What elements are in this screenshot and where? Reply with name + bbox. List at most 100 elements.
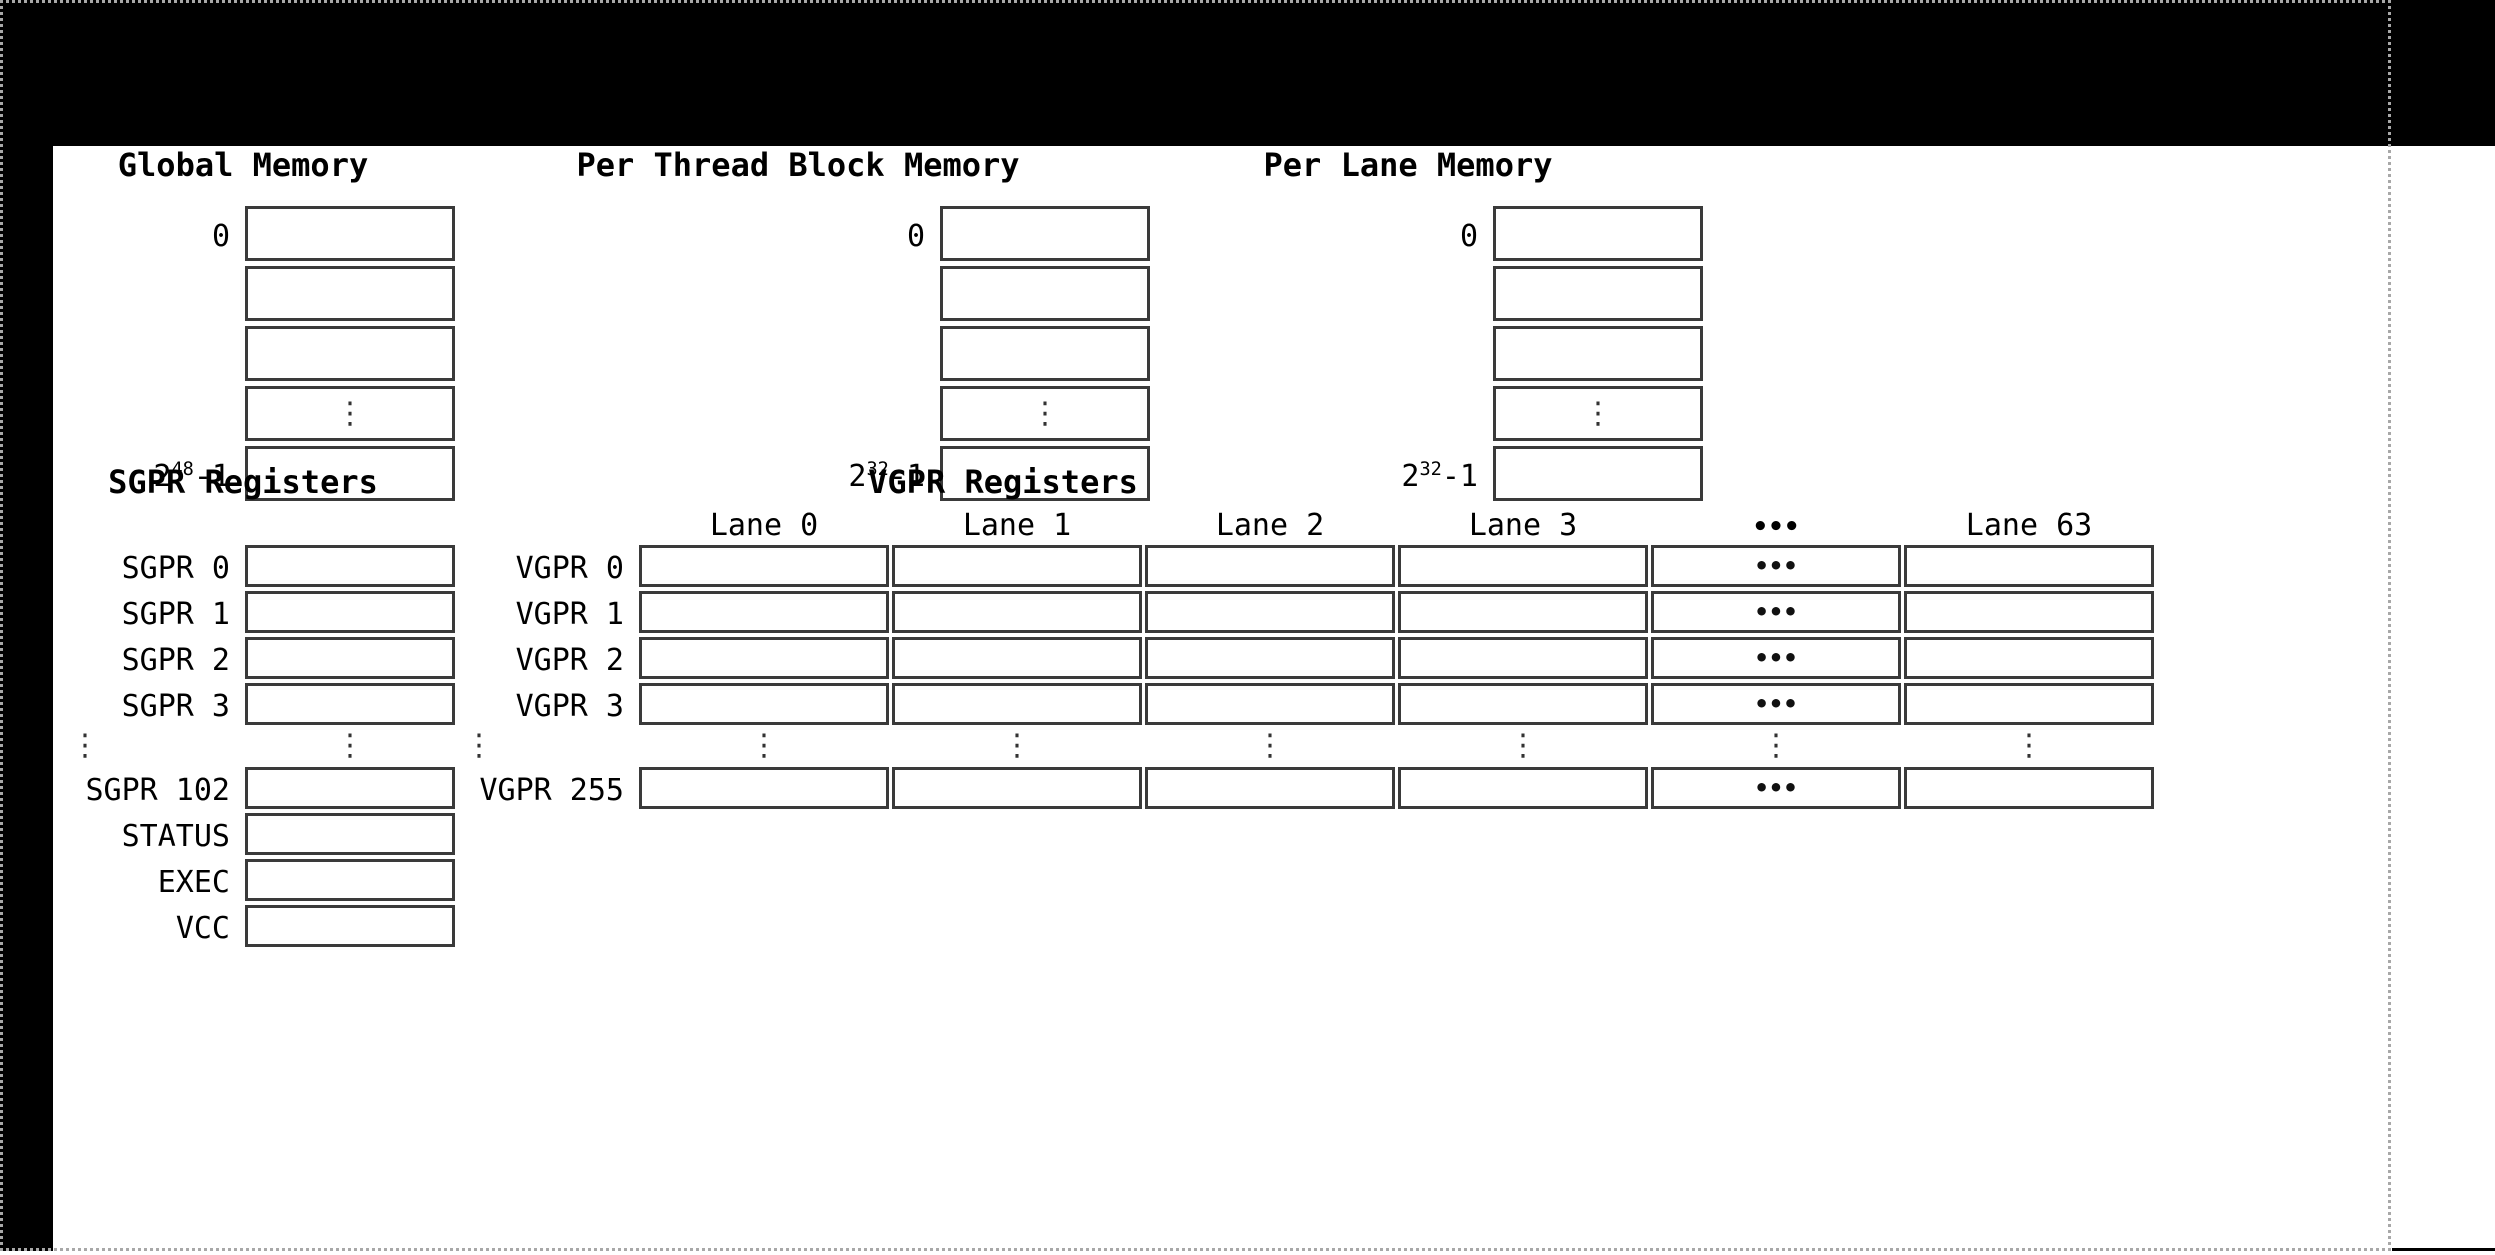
vgpr-cell-horizontal-ellipsis: ••• bbox=[1754, 690, 1798, 718]
exponent-base: 2 bbox=[153, 459, 172, 494]
vgpr-row-label: VGPR 1 bbox=[515, 597, 624, 632]
sgpr-row-label: SGPR 3 bbox=[121, 689, 230, 724]
letterbox-left-bar bbox=[0, 0, 53, 1251]
vgpr-cell bbox=[892, 591, 1142, 633]
memory-address-top: 0 bbox=[906, 219, 925, 254]
bottom-rule bbox=[2392, 1248, 2495, 1251]
memory-cell: ⋮ bbox=[245, 386, 455, 441]
vgpr-cell-horizontal-ellipsis: ••• bbox=[1754, 644, 1798, 672]
vgpr-cell bbox=[1904, 591, 2154, 633]
memory-cell bbox=[245, 446, 455, 501]
vgpr-cell-horizontal-ellipsis: ••• bbox=[1754, 552, 1798, 580]
vertical-ellipsis: ⋮ bbox=[1030, 395, 1060, 431]
vgpr-cell bbox=[1904, 683, 2154, 725]
sgpr-cell bbox=[245, 905, 455, 947]
sgpr-row-ellipsis-label: ⋮ bbox=[70, 728, 100, 763]
exponent-value: 32 bbox=[866, 459, 889, 480]
memory-address-top: 0 bbox=[1459, 219, 1478, 254]
memory-address-bottom: 248-1 bbox=[0, 459, 230, 494]
vgpr-cell bbox=[1398, 767, 1648, 809]
vgpr-cell bbox=[1398, 683, 1648, 725]
vgpr-cell-ellipsis: ⋮ bbox=[749, 728, 779, 763]
vgpr-cell: ••• bbox=[1651, 767, 1901, 809]
vgpr-row-label: VGPR 2 bbox=[515, 643, 624, 678]
vgpr-cell bbox=[1398, 591, 1648, 633]
memory-cell bbox=[245, 206, 455, 261]
vgpr-column-header: Lane 0 bbox=[709, 508, 819, 543]
vgpr-column-header: Lane 63 bbox=[1965, 508, 2093, 543]
sgpr-section-title: SGPR Registers bbox=[108, 463, 378, 501]
sgpr-row-label: SGPR 2 bbox=[121, 643, 230, 678]
vgpr-cell bbox=[1145, 545, 1395, 587]
vgpr-cell: ••• bbox=[1651, 545, 1901, 587]
vgpr-cell bbox=[892, 767, 1142, 809]
sgpr-row-label: EXEC bbox=[157, 865, 230, 900]
vgpr-column-header: ••• bbox=[1752, 512, 1800, 542]
memory-cell bbox=[940, 266, 1150, 321]
memory-section-title: Per Lane Memory bbox=[1263, 146, 1553, 184]
vgpr-cell-horizontal-ellipsis: ••• bbox=[1754, 774, 1798, 802]
vgpr-cell bbox=[1904, 767, 2154, 809]
sgpr-cell bbox=[245, 767, 455, 809]
sgpr-cell bbox=[245, 813, 455, 855]
vgpr-cell: ••• bbox=[1651, 683, 1901, 725]
vertical-ellipsis: ⋮ bbox=[1583, 395, 1613, 431]
memory-address-top: 0 bbox=[211, 219, 230, 254]
vgpr-row-ellipsis-label: ⋮ bbox=[464, 728, 494, 763]
memory-cell bbox=[940, 206, 1150, 261]
memory-section-title: Per Thread Block Memory bbox=[576, 146, 1020, 184]
letterbox-top-bar bbox=[0, 0, 2495, 146]
vgpr-row-label: VGPR 0 bbox=[515, 551, 624, 586]
vgpr-cell bbox=[1145, 767, 1395, 809]
vgpr-column-header: Lane 1 bbox=[962, 508, 1072, 543]
vgpr-cell bbox=[1145, 591, 1395, 633]
memory-cell bbox=[940, 326, 1150, 381]
exponent-value: 48 bbox=[171, 459, 194, 480]
memory-address-bottom: 232-1 bbox=[620, 459, 925, 494]
vgpr-cell-horizontal-ellipsis: ••• bbox=[1754, 598, 1798, 626]
vgpr-section-title: VGPR Registers bbox=[868, 463, 1138, 501]
vgpr-column-header: Lane 3 bbox=[1468, 508, 1578, 543]
vgpr-cell-ellipsis: ⋮ bbox=[1508, 728, 1538, 763]
memory-cell bbox=[1493, 446, 1703, 501]
sgpr-row-label: VCC bbox=[175, 911, 230, 946]
sgpr-cell bbox=[245, 545, 455, 587]
vgpr-cell bbox=[1398, 545, 1648, 587]
sgpr-cell bbox=[245, 859, 455, 901]
vgpr-cell bbox=[1398, 637, 1648, 679]
exponent-tail: -1 bbox=[888, 459, 925, 494]
vgpr-row-label: VGPR 3 bbox=[515, 689, 624, 724]
vgpr-cell: ••• bbox=[1651, 591, 1901, 633]
vgpr-cell bbox=[639, 637, 889, 679]
vgpr-cell bbox=[892, 637, 1142, 679]
sgpr-cell bbox=[245, 683, 455, 725]
sgpr-row-label: SGPR 0 bbox=[121, 551, 230, 586]
memory-cell: ⋮ bbox=[1493, 386, 1703, 441]
vgpr-cell bbox=[639, 767, 889, 809]
vgpr-cell-ellipsis: ⋮ bbox=[2014, 728, 2044, 763]
memory-cell bbox=[245, 266, 455, 321]
vgpr-cell bbox=[1904, 545, 2154, 587]
vgpr-cell bbox=[1145, 637, 1395, 679]
vgpr-cell bbox=[639, 545, 889, 587]
memory-cell bbox=[1493, 206, 1703, 261]
memory-cell bbox=[245, 326, 455, 381]
exponent-base: 2 bbox=[848, 459, 867, 494]
vgpr-cell bbox=[892, 545, 1142, 587]
vgpr-cell bbox=[1904, 637, 2154, 679]
memory-address-bottom: 232-1 bbox=[1173, 459, 1478, 494]
exponent-value: 32 bbox=[1419, 459, 1442, 480]
vgpr-cell bbox=[639, 683, 889, 725]
vgpr-column-header: Lane 2 bbox=[1215, 508, 1325, 543]
vgpr-cell-ellipsis: ⋮ bbox=[1761, 728, 1791, 763]
exponent-tail: -1 bbox=[1441, 459, 1478, 494]
memory-cell bbox=[1493, 266, 1703, 321]
sgpr-row-label: STATUS bbox=[121, 819, 230, 854]
memory-section-title: Global Memory bbox=[117, 146, 369, 184]
sgpr-row-label: SGPR 1 bbox=[121, 597, 230, 632]
vgpr-cell-ellipsis: ⋮ bbox=[1255, 728, 1285, 763]
vgpr-cell bbox=[892, 683, 1142, 725]
sgpr-cell-ellipsis: ⋮ bbox=[335, 728, 365, 763]
vgpr-cell bbox=[639, 591, 889, 633]
